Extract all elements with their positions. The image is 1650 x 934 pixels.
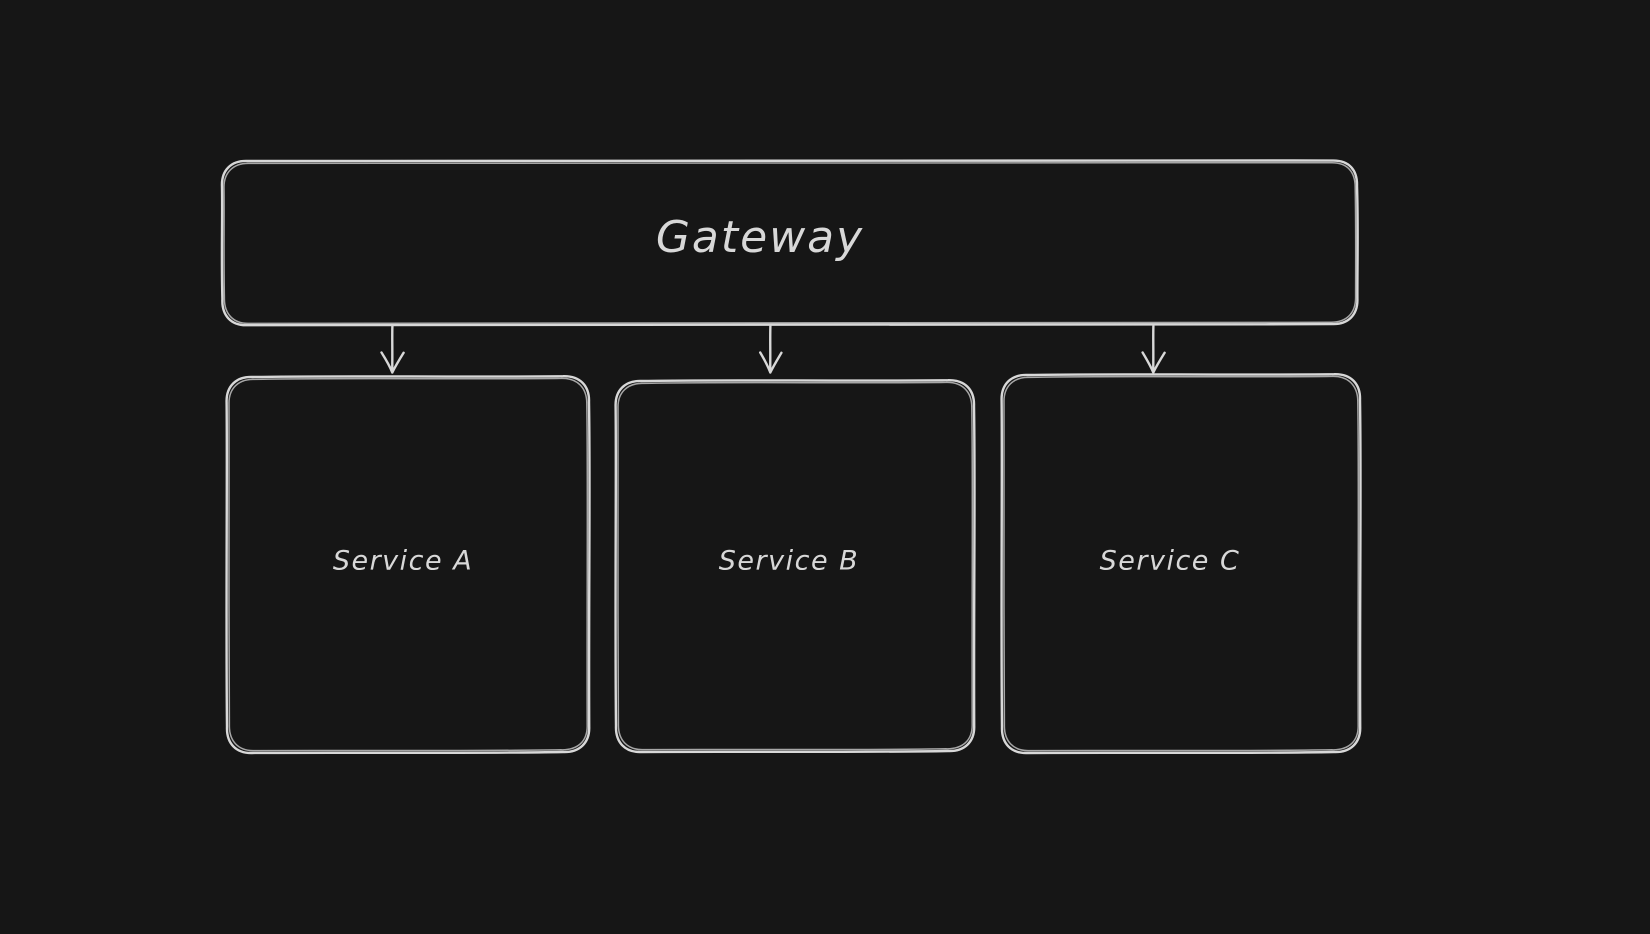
node-gateway[interactable]: Gateway	[220, 158, 1359, 327]
arrow-head-c-icon	[1141, 351, 1166, 374]
service-a-label: Service A	[333, 546, 473, 577]
service-c-box-outline-second-pass	[1003, 375, 1360, 752]
gateway-label: Gateway	[656, 212, 864, 263]
edge-gateway-to-service-c[interactable]	[1141, 324, 1166, 374]
service-c-box-outline[interactable]	[1000, 372, 1362, 755]
edge-gateway-to-service-b[interactable]	[759, 324, 783, 374]
arrow-head-a-icon	[380, 351, 405, 374]
service-a-box-outline-second-pass	[228, 377, 589, 752]
gateway-box-outline[interactable]	[220, 158, 1359, 327]
service-b-box-outline-second-pass	[617, 381, 974, 751]
node-service-c[interactable]: Service C	[1000, 372, 1362, 755]
service-a-box-outline[interactable]	[225, 374, 591, 755]
node-service-a[interactable]: Service A	[225, 374, 591, 755]
edge-gateway-to-service-a[interactable]	[380, 324, 405, 374]
service-b-box-outline[interactable]	[614, 378, 976, 754]
service-c-label: Service C	[1100, 546, 1241, 577]
service-b-label: Service B	[719, 546, 859, 577]
arrow-head-b-icon	[759, 351, 783, 374]
node-service-b[interactable]: Service B	[614, 378, 976, 754]
